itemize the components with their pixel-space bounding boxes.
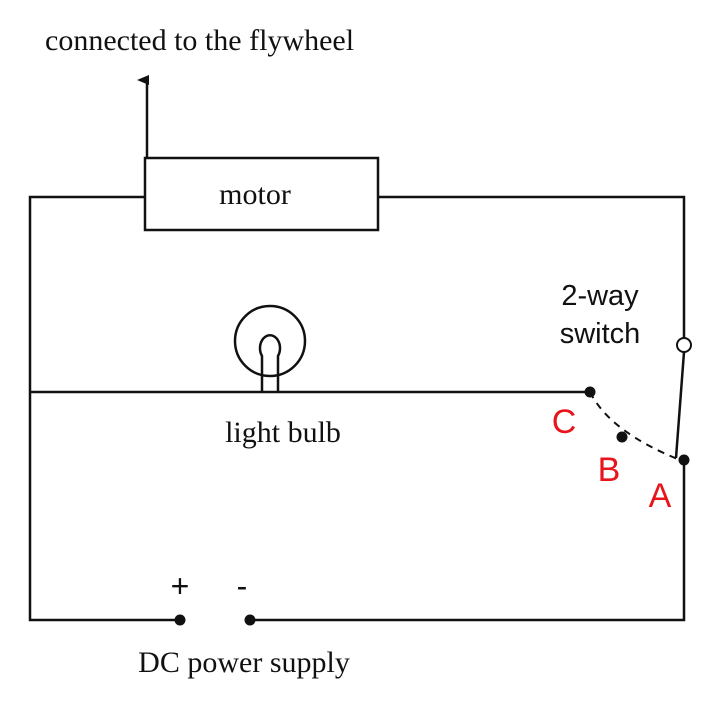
wire-top-left: [28, 195, 180, 622]
motor-box: [143, 156, 380, 232]
contact-a: [678, 454, 690, 466]
light-bulb-symbol: [233, 304, 307, 392]
light-bulb-label: light bulb: [225, 416, 341, 449]
contact-c: [584, 386, 596, 398]
minus-sign: -: [237, 568, 248, 604]
switch-label-line2: switch: [560, 318, 641, 350]
plus-sign: +: [171, 568, 190, 604]
terminal-negative: [244, 614, 256, 626]
wire-top-right: [378, 195, 686, 340]
switch-lever: [674, 351, 686, 459]
point-a-label: A: [649, 477, 672, 515]
flywheel-label: connected to the flywheel: [45, 24, 354, 57]
switch-pivot: [676, 337, 692, 353]
wire-bottom-right: [250, 460, 686, 622]
point-c-label: C: [552, 403, 577, 441]
switch-arc: [589, 391, 681, 461]
contact-b: [616, 431, 628, 443]
terminal-positive: [174, 614, 186, 626]
power-supply-label: DC power supply: [138, 646, 350, 679]
switch-label-line1: 2-way: [561, 280, 639, 312]
motor-label: motor: [219, 178, 291, 211]
point-b-label: B: [598, 451, 621, 489]
